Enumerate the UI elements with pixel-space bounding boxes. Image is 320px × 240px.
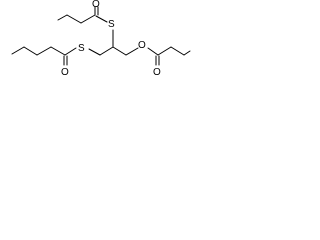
glycerol-backbone [99,46,139,56]
bond-backbone-c3-o [125,47,139,56]
bond-right-c3-c4 [183,50,191,56]
bond-top-c4-s [95,15,108,23]
bond-left-c2-c1 [23,46,38,56]
left-butanoyl-chain [11,46,77,66]
bond-top-c3-c4 [80,14,96,24]
atom-oxygen-top-carbonyl: O [92,0,100,10]
bond-top-c1-c2 [57,14,68,21]
bond-backbone-c1-sleft [88,48,101,56]
bond-right-c2-c3 [170,46,185,56]
bond-left-c4-c3 [50,46,66,56]
bond-backbone-c2-c3 [112,46,127,56]
chemical-structure-diagram: O S S O O O [11,0,191,78]
bond-right-c1-c2 [157,46,172,56]
atom-oxygen-left-carbonyl: O [61,67,69,78]
atom-sulfur-left: S [78,43,85,54]
atom-oxygen-ester: O [138,40,146,51]
atom-oxygen-right-carbonyl: O [153,67,161,78]
bond-left-s-c4 [64,47,77,56]
bond-left-c3-c2 [36,46,52,56]
bond-left-c1-c0 [11,46,25,55]
bond-top-c2-c3 [66,14,82,24]
bond-ester-o-c1 [147,47,159,56]
bond-backbone-c1-c2 [99,46,114,56]
top-butanoyl-chain [57,6,108,24]
right-butanoyl-chain [147,46,191,66]
atom-sulfur-top: S [108,19,115,30]
